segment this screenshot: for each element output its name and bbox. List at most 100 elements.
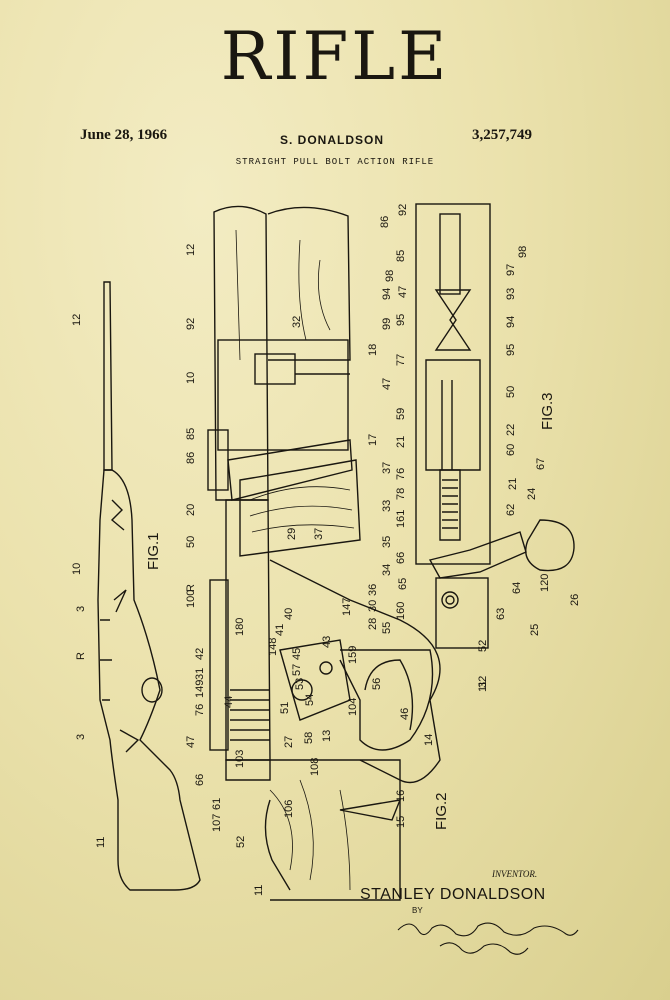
reference-numeral: 14: [423, 734, 435, 746]
reference-numeral: 50: [185, 536, 197, 548]
reference-numeral: 21: [507, 478, 519, 490]
reference-numeral: 24: [526, 488, 538, 500]
patent-number: 3,257,749: [472, 127, 532, 143]
reference-numeral: 46: [399, 708, 411, 720]
reference-numeral: 28: [367, 618, 379, 630]
reference-numeral: 161: [395, 510, 407, 528]
reference-numeral: 13: [321, 730, 333, 742]
reference-numeral: 85: [185, 428, 197, 440]
reference-numeral: 42: [194, 648, 206, 660]
reference-numeral: 47: [397, 286, 409, 298]
reference-numeral: 21: [395, 436, 407, 448]
reference-numeral: 11: [253, 885, 265, 896]
reference-numeral: 45: [291, 648, 303, 660]
reference-numeral: 3: [75, 734, 87, 740]
reference-numeral: 32: [291, 316, 303, 328]
reference-numeral: 25: [529, 624, 541, 636]
reference-numeral: 30: [367, 600, 379, 612]
fig1-caption: FIG.1: [145, 532, 162, 570]
reference-numeral: 94: [381, 288, 393, 300]
document-title: RIFLE: [220, 18, 450, 95]
reference-numeral: 22: [505, 424, 517, 436]
reference-numeral: 107: [211, 814, 223, 832]
reference-numeral: 10: [71, 563, 83, 575]
reference-numeral: 37: [313, 528, 325, 540]
reference-numeral: 67: [535, 458, 547, 470]
reference-numeral: 53: [294, 678, 306, 690]
reference-numeral: 29: [286, 528, 298, 540]
reference-numeral: 43: [321, 636, 333, 648]
inventor-name: STANLEY DONALDSON: [360, 886, 546, 903]
reference-numeral: 63: [495, 608, 507, 620]
reference-numeral: 160: [395, 602, 407, 620]
reference-numeral: 52: [477, 640, 489, 652]
reference-numeral: 41: [274, 624, 286, 636]
fig2-mechanism-drawing: [207, 205, 441, 901]
reference-numeral: 33: [381, 500, 393, 512]
reference-numeral: 27: [283, 736, 295, 748]
reference-numeral: 86: [185, 452, 197, 464]
fig2-caption: FIG.2: [433, 792, 450, 830]
attorney-signature: [397, 922, 579, 955]
reference-numeral: 20: [185, 504, 197, 516]
reference-numeral: 12: [185, 244, 197, 256]
inventor-header: S. DONALDSON: [280, 133, 385, 147]
reference-numeral: 3: [75, 606, 87, 612]
reference-numeral: 78: [395, 488, 407, 500]
reference-numeral: 180: [234, 618, 246, 636]
reference-numeral: 94: [505, 316, 517, 328]
reference-numeral: 47: [185, 736, 197, 748]
reference-numeral: R: [75, 652, 87, 660]
reference-numeral: 55: [381, 622, 393, 634]
reference-numeral: 147: [341, 598, 353, 616]
fig2-reference-numerals: 12921085862050R1001804231149764447103666…: [185, 244, 435, 896]
reference-numeral: 11: [477, 681, 489, 692]
reference-numeral: 17: [367, 434, 379, 446]
reference-numeral: 120: [539, 574, 551, 592]
reference-numeral: 92: [397, 204, 409, 216]
reference-numeral: 66: [395, 552, 407, 564]
reference-numeral: 99: [381, 318, 393, 330]
reference-numeral: 95: [395, 314, 407, 326]
patent-date: June 28, 1966: [80, 127, 168, 143]
reference-numeral: 11: [95, 837, 107, 848]
reference-numeral: 32: [477, 676, 489, 688]
reference-numeral: 65: [397, 578, 409, 590]
reference-numeral: 18: [367, 344, 379, 356]
reference-numeral: 76: [194, 704, 206, 716]
reference-numeral: 54: [304, 694, 316, 706]
reference-numeral: 159: [347, 646, 359, 664]
reference-numeral: 36: [367, 584, 379, 596]
reference-numeral: 37: [381, 462, 393, 474]
reference-numeral: 26: [569, 594, 581, 606]
reference-numeral: 98: [517, 246, 529, 258]
fig1-rifle-drawing: [97, 281, 201, 891]
reference-numeral: 61: [211, 798, 223, 810]
fig3-bolt-drawing: [415, 203, 575, 649]
reference-numeral: 149: [194, 680, 206, 698]
reference-numeral: 86: [379, 216, 391, 228]
reference-numeral: 52: [235, 836, 247, 848]
reference-numeral: 34: [381, 564, 393, 576]
reference-numeral: 93: [505, 288, 517, 300]
reference-numeral: 35: [381, 536, 393, 548]
reference-numeral: 47: [381, 378, 393, 390]
reference-numeral: 12: [71, 314, 83, 326]
by-label: BY: [412, 906, 423, 915]
reference-numeral: 15: [395, 816, 407, 828]
reference-numeral: 59: [395, 408, 407, 420]
inventor-caption: INVENTOR.: [492, 869, 538, 879]
reference-numeral: 56: [371, 678, 383, 690]
reference-numeral: 64: [511, 582, 523, 594]
reference-numeral: 98: [384, 270, 396, 282]
reference-numeral: 50: [505, 386, 517, 398]
reference-numeral: 100: [185, 590, 197, 608]
reference-numeral: 31: [194, 668, 206, 680]
reference-numeral: 51: [279, 702, 291, 714]
patent-subtitle: STRAIGHT PULL BOLT ACTION RIFLE: [235, 157, 435, 167]
reference-numeral: 148: [267, 638, 279, 656]
reference-numeral: 66: [194, 774, 206, 786]
